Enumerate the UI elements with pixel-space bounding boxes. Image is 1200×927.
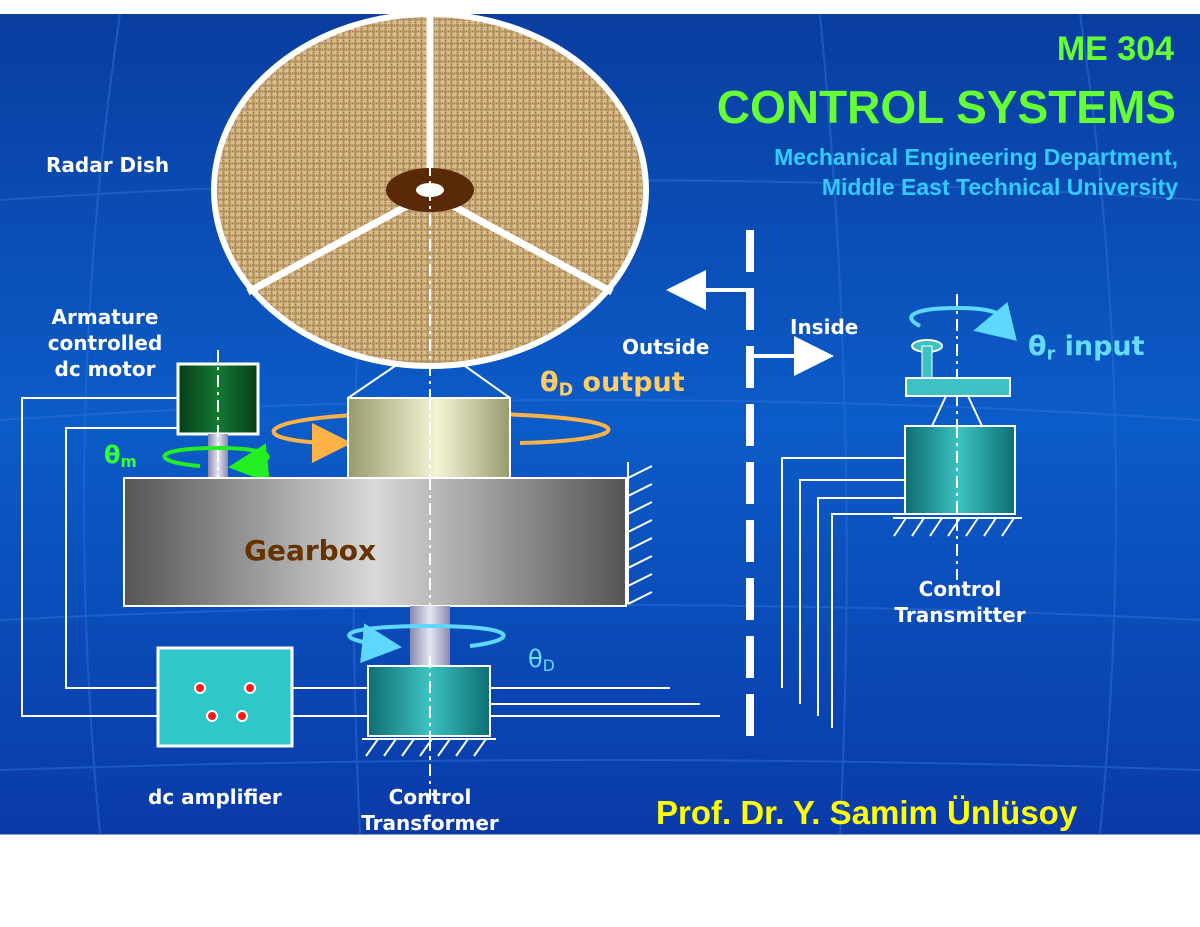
footer-author: Prof. Dr. Y. Samim Ünlüsoy (474, 856, 670, 874)
theta-d-symbol: θ (528, 645, 543, 673)
gearbox (123, 477, 627, 607)
output-word: output (582, 367, 685, 398)
gearbox-label: Gearbox (244, 534, 377, 567)
input-rotation-arrow (909, 302, 1017, 341)
control-transmitter-label: Control Transmitter (880, 576, 1040, 628)
control-transformer-label: Control Transformer (340, 784, 520, 836)
control-transmitter-line1: Control (918, 577, 1002, 601)
radar-dish-label: Radar Dish (46, 153, 170, 177)
transformer-ground-hatch (362, 738, 496, 757)
motor-rotation-arrow (162, 443, 270, 484)
outside-label: Outside (622, 335, 710, 359)
dc-amplifier (156, 646, 294, 748)
theta-m-subscript: m (120, 452, 137, 471)
radar-dish (211, 14, 649, 800)
author-name: Prof. Dr. Y. Samim Ünlüsoy (656, 794, 1078, 831)
footer-course: ME 304 CONTROL SYSTEMS (86, 856, 294, 874)
input-word: input (1064, 331, 1145, 362)
input-label: θr input (1028, 331, 1145, 367)
control-transformer-line2: Transformer (361, 811, 499, 835)
output-label: θD output (540, 367, 685, 403)
output-subscript: D (558, 380, 574, 401)
theta-m-label: θm (104, 442, 137, 475)
course-title: CONTROL SYSTEMS (716, 81, 1176, 133)
motor-label-line3: dc motor (54, 357, 156, 381)
input-symbol: θ (1028, 331, 1047, 362)
theta-d-label: θD (528, 646, 555, 679)
department-line2: Middle East Technical University (821, 174, 1178, 200)
slide: ME 304 CONTROL SYSTEMS Mechanical Engine… (0, 14, 1200, 927)
dc-motor (176, 362, 260, 436)
theta-d-subscript: D (542, 656, 555, 675)
motor-label-line2: controlled (47, 331, 163, 355)
motor-label: Armature controlled dc motor (30, 304, 180, 382)
theta-m-symbol: θ (104, 441, 121, 469)
control-transmitter-line2: Transmitter (894, 603, 1026, 627)
input-subscript: r (1046, 344, 1056, 365)
course-code: ME 304 (1056, 30, 1174, 68)
amplifier-label: dc amplifier (148, 785, 282, 809)
page-number: 1 (1120, 856, 1130, 874)
motor-label-line1: Armature (51, 305, 159, 329)
output-drum (347, 397, 511, 479)
control-transmitter (893, 294, 1022, 580)
diagram-canvas (0, 14, 1200, 927)
department-line1: Mechanical Engineering Department, (774, 144, 1178, 170)
gearbox-ground-hatch (627, 462, 653, 605)
feedback-rotation-arrow (347, 623, 506, 664)
inside-label: Inside (790, 315, 859, 339)
output-symbol: θ (540, 367, 559, 398)
control-transformer-line1: Control (388, 785, 472, 809)
amplifier-terminals (194, 682, 256, 722)
